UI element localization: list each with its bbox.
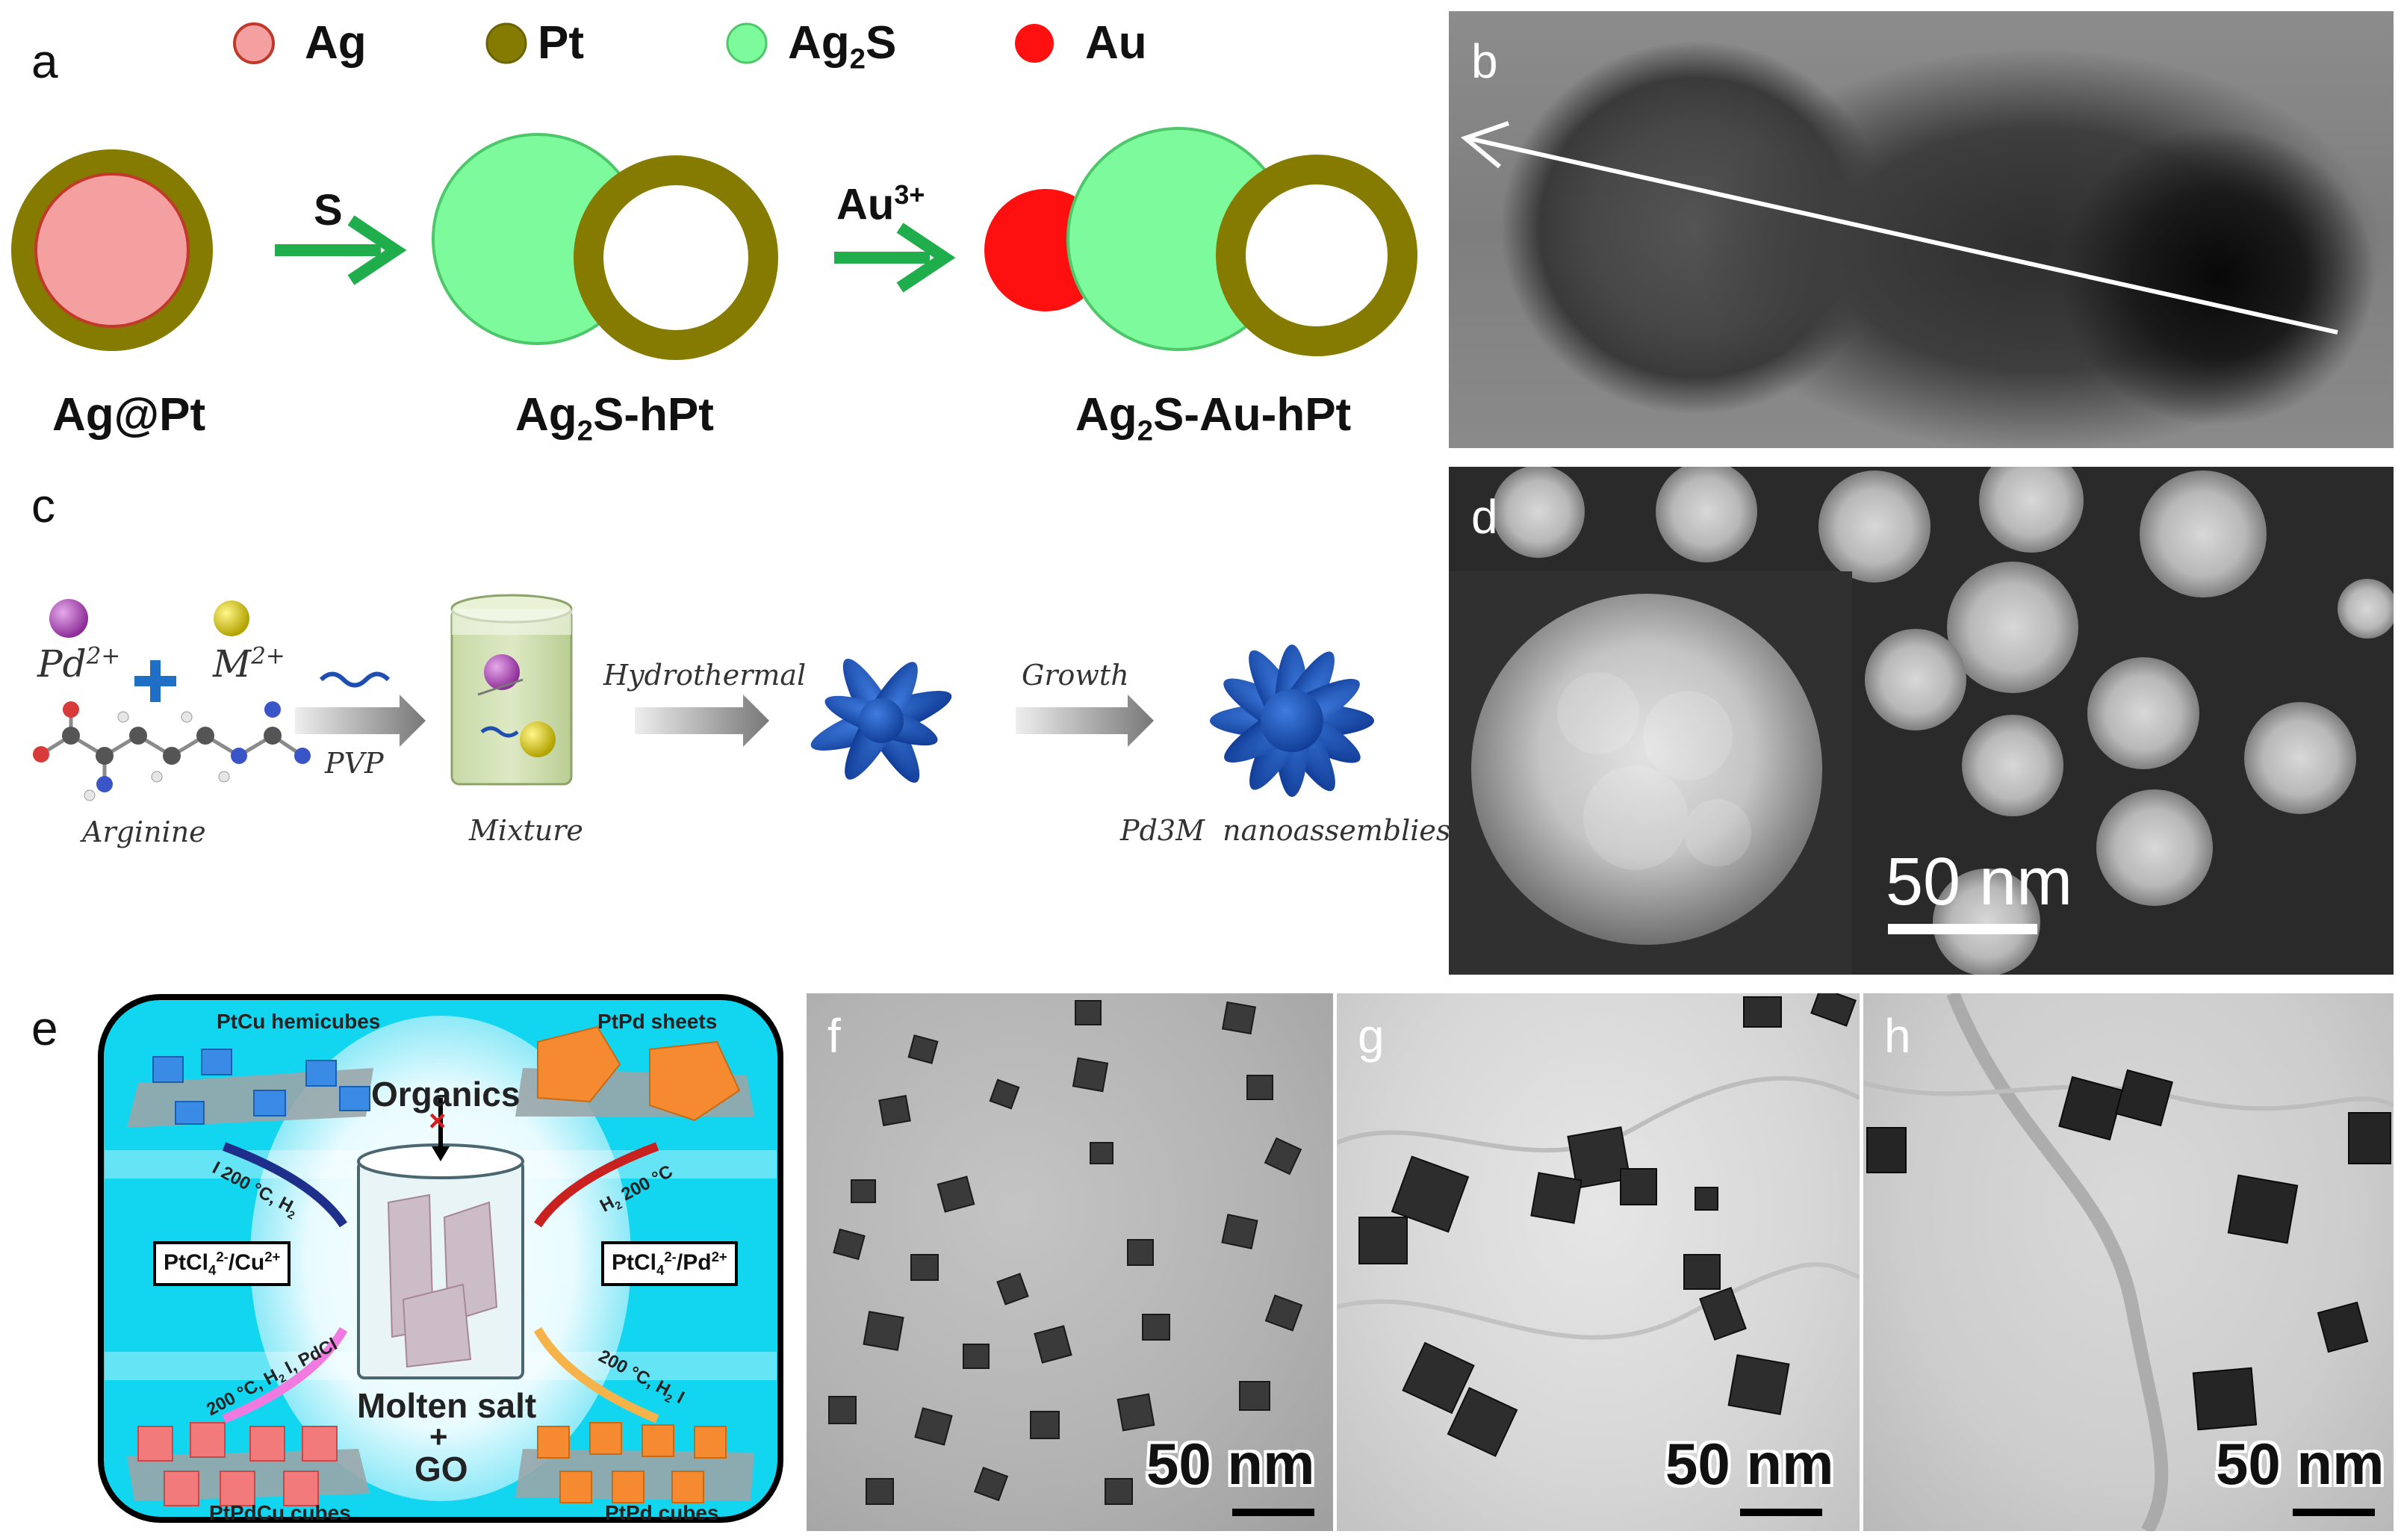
arrow-s-label: S <box>314 186 343 235</box>
nanoassembly-final <box>1210 645 1374 797</box>
scale-bar-f <box>1232 1509 1314 1516</box>
legend-pt-label: Pt <box>538 17 584 69</box>
line-scan-arrow <box>1460 121 2338 335</box>
panel-label-e: e <box>31 1002 58 1055</box>
arginine-label: Arginine <box>82 816 206 848</box>
nanocubes-g <box>1337 993 1860 1516</box>
legend-au-label: Au <box>1085 17 1147 69</box>
legend-ag-label: Ag <box>305 17 367 69</box>
arrow-hydrothermal <box>635 695 769 747</box>
product-agpt-label: Ag@Pt <box>52 389 206 441</box>
e-top-right-label: PtPd sheets <box>597 1010 718 1033</box>
nanocubes-h <box>1863 993 2394 1531</box>
e-bottom-right-label: PtPd cubes <box>605 1501 719 1524</box>
pvp-chain <box>319 671 391 688</box>
legend-ag2s-label: Ag2S <box>788 17 897 75</box>
molten-salt-beaker: × <box>357 1098 524 1379</box>
legend-au-swatch <box>1015 24 1054 63</box>
panel-c: c <box>0 463 1451 971</box>
arrow-pvp <box>295 695 426 747</box>
product-ag2s-hpt-label: Ag2S-hPt <box>515 389 714 447</box>
pd-ion-sphere <box>49 599 88 638</box>
e-plus-label: + <box>429 1419 448 1454</box>
arrow-growth <box>1016 695 1154 747</box>
legend-pt-swatch <box>485 22 527 64</box>
legend-ag-swatch <box>233 22 275 64</box>
panel-label-d: d <box>1471 490 1498 544</box>
growth-label: Growth <box>1022 659 1129 692</box>
pvp-label: PVP <box>325 747 384 780</box>
panel-label-a: a <box>31 34 58 88</box>
arginine-atoms <box>33 701 311 801</box>
e-left-precursor-box: PtCl42-/Cu2+ <box>153 1241 291 1286</box>
ag2s-hpt-pt-ring <box>574 155 778 360</box>
e-organics-label: Organics <box>371 1075 521 1114</box>
nanoassembly-intermediate <box>810 658 952 783</box>
panel-a: a Ag Pt Ag2S Au S Au3+ Ag@Pt Ag2S-hPt Ag… <box>0 0 1449 463</box>
panel-f-tem-image: f 50 nm <box>807 993 1333 1531</box>
panel-label-g: g <box>1358 1009 1385 1063</box>
scale-bar-d <box>1888 924 2037 934</box>
panel-label-h: h <box>1884 1009 1911 1063</box>
panel-label-f: f <box>827 1009 841 1063</box>
arrow-au-label: Au3+ <box>836 179 925 229</box>
panel-g-tem-image: g 50 nm <box>1337 993 1860 1531</box>
hydrothermal-label: Hydrothermal <box>603 659 807 692</box>
agpt-ag-core <box>34 173 190 328</box>
panel-d-sem-image: d 50 nm <box>1449 467 2394 975</box>
panel-c-diagram <box>33 594 1374 801</box>
e-molten-salt-label: Molten salt <box>357 1386 537 1425</box>
m-ion-sphere <box>214 600 249 636</box>
scale-label-g: 50 nm <box>1665 1431 1834 1497</box>
scale-label-d: 50 nm <box>1886 845 2073 919</box>
product-ag2s-au-hpt-label: Ag2S-Au-hPt <box>1075 389 1352 447</box>
e-go-label: GO <box>414 1450 468 1488</box>
panel-a-diagram <box>11 22 1417 360</box>
e-right-precursor-box: PtCl42-/Pd2+ <box>601 1241 738 1286</box>
panel-b-tem-image: b <box>1449 11 2394 448</box>
scale-label-h: 50 nm <box>2216 1431 2385 1497</box>
legend-ag2s-swatch <box>726 22 768 64</box>
nanocubes-f <box>828 1000 1314 1516</box>
panel-e-diagram: × <box>98 994 783 1523</box>
ag2s-au-hpt-pt-ring <box>1216 155 1417 356</box>
panel-label-c: c <box>31 479 55 533</box>
panel-label-b: b <box>1471 34 1498 88</box>
mixture-label: Mixture <box>469 814 583 847</box>
m-ion-label: M2+ <box>213 642 285 686</box>
e-bottom-left-label: PtPdCu cubes <box>209 1501 351 1524</box>
nanoflower-particles <box>1449 467 2394 975</box>
panel-h-tem-image: h 50 nm <box>1863 993 2394 1531</box>
scale-label-f: 50 nm <box>1146 1431 1315 1497</box>
scale-bar-g <box>1740 1509 1822 1516</box>
svg-text:×: × <box>429 1105 446 1137</box>
pd-ion-label: Pd2+ <box>37 642 121 686</box>
pd3m-nanoassemblies-label: Pd3M nanoassemblies <box>1120 814 1451 847</box>
e-top-left-label: PtCu hemicubes <box>217 1010 381 1033</box>
panel-e: e <box>0 978 803 1540</box>
beaker-icon <box>450 594 573 786</box>
scale-bar-h <box>2293 1509 2375 1516</box>
